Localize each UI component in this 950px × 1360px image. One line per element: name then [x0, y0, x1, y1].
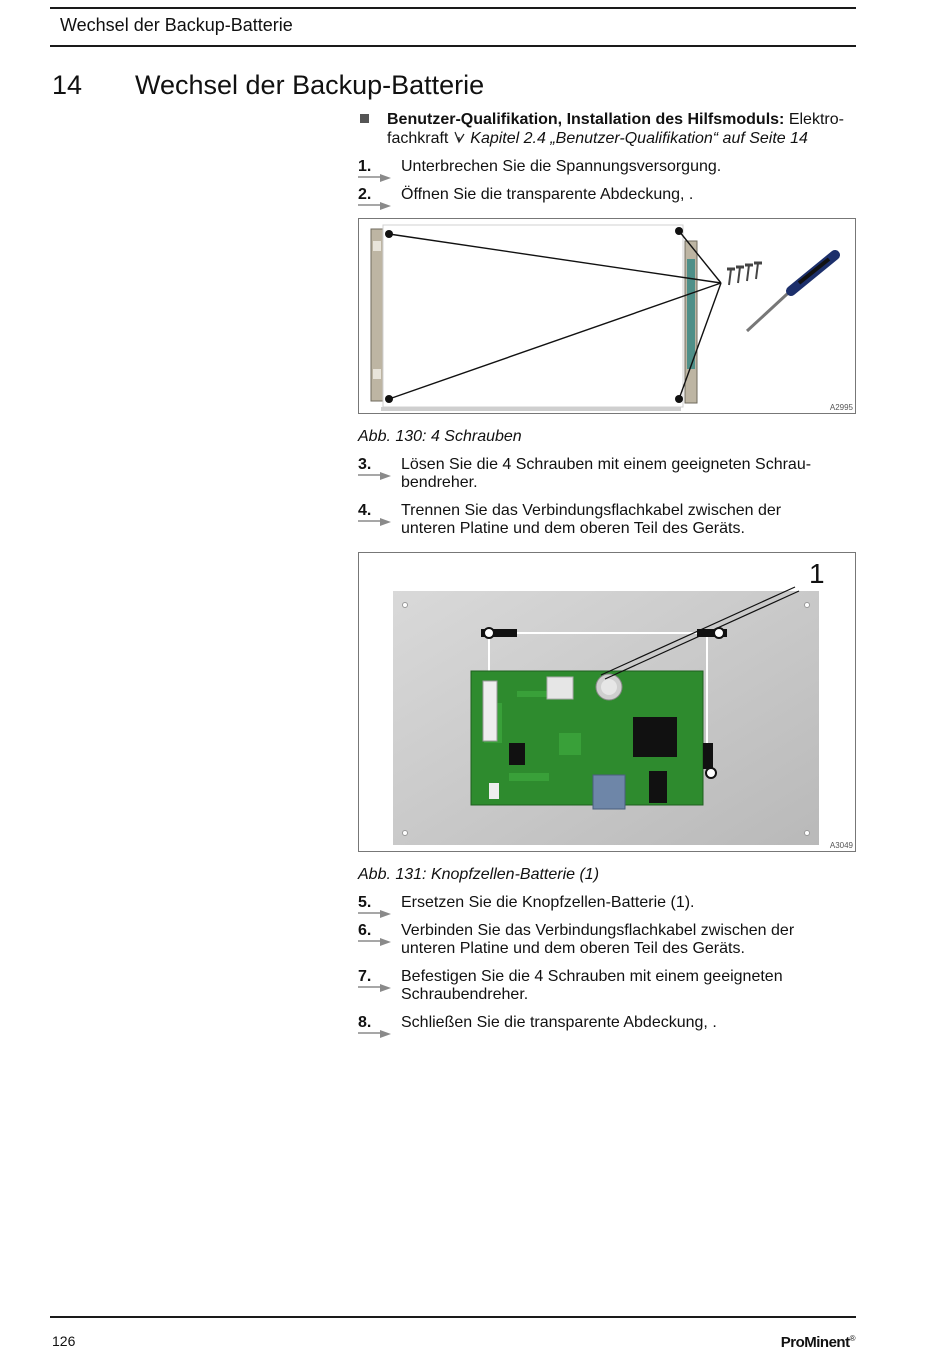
footer-rule: [50, 1316, 856, 1318]
pcb-illustration: 1: [393, 558, 825, 845]
step-text: Ersetzen Sie die Knopfzellen-Batterie (1…: [401, 894, 695, 911]
brand-name: ProMinent: [780, 1334, 850, 1351]
instruction-step: 6. Verbinden Sie das Verbindungsflachkabe…: [358, 922, 856, 958]
instruction-step: 2. Öffnen Sie die transparente Abdeckung,…: [358, 186, 856, 210]
instruction-step: 8. Schließen Sie die transparente Abdecku…: [358, 1014, 856, 1038]
step-text: Befestigen Sie die 4 Schrauben mit einem…: [401, 968, 783, 1003]
header-bottom-rule: [50, 45, 856, 47]
step-number: 6.: [358, 922, 372, 939]
step-number: 8.: [358, 1014, 372, 1031]
step-text: Lösen Sie die 4 Schrauben mit einem geei…: [401, 456, 812, 491]
chapter-title: Wechsel der Backup-Batterie: [135, 70, 485, 100]
main-content: Benutzer-Qualifikation, Installation des…: [358, 110, 856, 1038]
qualification-note: Benutzer-Qualifikation, Installation des…: [358, 110, 856, 148]
header-top-rule: [50, 7, 856, 9]
step-number: 4.: [358, 502, 372, 519]
steps-group-c: 5. Ersetzen Sie die Knopfzellen-Batterie …: [358, 894, 856, 1038]
steps-group-b: 3. Lösen Sie die 4 Schrauben mit einem ge…: [358, 456, 856, 538]
step-text: Unterbrechen Sie die Spannungsversorgung…: [401, 158, 722, 175]
step-arrow-icon: [358, 910, 391, 918]
steps-group-a: 1. Unterbrechen Sie die Spannungsversorgu…: [358, 158, 856, 210]
instruction-step: 4. Trennen Sie das Verbindungsflachkabel …: [358, 502, 856, 538]
chapter-link[interactable]: Kapitel 2.4 „Benutzer-Qualifikation“ auf…: [470, 130, 808, 147]
step-arrow-icon: [358, 938, 391, 946]
figure-pcb: 1 A3049: [358, 552, 856, 852]
step-text: Trennen Sie das Verbindungsflachkabel zw…: [401, 502, 782, 537]
instruction-step: 7. Befestigen Sie die 4 Schrauben mit ein…: [358, 968, 856, 1004]
step-arrow-icon: [358, 1030, 391, 1038]
step-text: Verbinden Sie das Verbindungsflachkabel …: [401, 922, 795, 957]
step-number: 5.: [358, 894, 372, 911]
qualification-text-cont: fachkraft: [387, 130, 449, 147]
figure-caption: Abb. 130: 4 Schrauben: [358, 428, 522, 445]
callout-label: 1: [809, 558, 825, 589]
running-header: Wechsel der Backup-Batterie: [60, 15, 293, 35]
step-arrow-icon: [358, 472, 391, 480]
figure-code: A2995: [829, 403, 853, 412]
page-number: 126: [52, 1333, 76, 1349]
bullet-square-icon: [360, 114, 369, 123]
step-arrow-icon: [358, 518, 391, 526]
figure-caption: Abb. 131: Knopfzellen-Batterie (1): [358, 866, 600, 883]
arrow-link-icon: [453, 130, 470, 147]
step-arrow-icon: [358, 202, 391, 210]
screwdriver-icon: [745, 250, 840, 333]
step-arrow-icon: [358, 984, 391, 992]
instruction-step: 3. Lösen Sie die 4 Schrauben mit einem ge…: [358, 456, 856, 492]
instruction-step: 1. Unterbrechen Sie die Spannungsversorgu…: [358, 158, 856, 182]
qualification-label: Benutzer-Qualifikation, Installation des…: [387, 111, 785, 128]
instruction-step: 5. Ersetzen Sie die Knopfzellen-Batterie …: [358, 894, 856, 918]
screw-icons: [727, 261, 762, 286]
step-text: Schließen Sie die transparente Abdeckung…: [401, 1014, 717, 1031]
step-number: 3.: [358, 456, 372, 473]
chapter-number: 14: [52, 70, 83, 100]
step-number: 7.: [358, 968, 372, 985]
figure-screws: A2995: [358, 218, 856, 414]
step-text: Öffnen Sie die transparente Abdeckung, .: [401, 186, 694, 203]
step-arrow-icon: [358, 174, 391, 182]
step-number: 1.: [358, 158, 372, 175]
brand-logo: ProMinent®: [780, 1334, 856, 1351]
qualification-text: Elektro-: [788, 111, 844, 128]
screws-illustration: [370, 224, 840, 411]
brand-mark: ®: [849, 1334, 856, 1343]
figure-code: A3049: [829, 841, 853, 850]
step-number: 2.: [358, 186, 372, 203]
